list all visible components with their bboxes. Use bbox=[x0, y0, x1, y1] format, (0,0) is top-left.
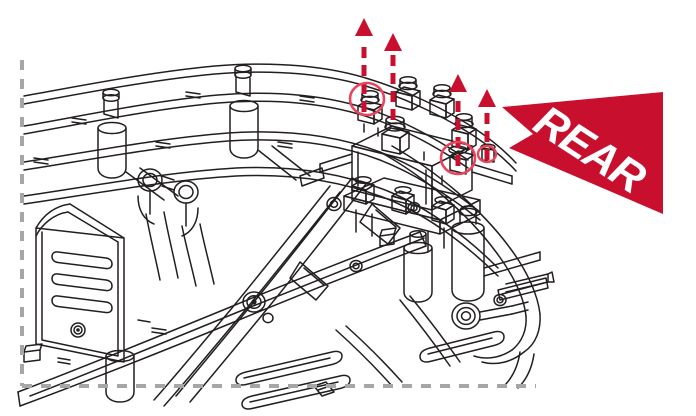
highlight-circle-2 bbox=[439, 140, 477, 176]
removal-arrow-3 bbox=[449, 74, 467, 166]
rear-arrow-shape bbox=[502, 92, 663, 214]
removal-arrow-2 bbox=[384, 33, 402, 120]
removal-arrow-1 bbox=[355, 18, 373, 112]
highlight-circle-3 bbox=[476, 144, 498, 164]
removal-arrow-4 bbox=[478, 89, 496, 160]
rear-direction-marker: REAR bbox=[502, 92, 663, 214]
highlight-circle-1 bbox=[348, 81, 386, 117]
